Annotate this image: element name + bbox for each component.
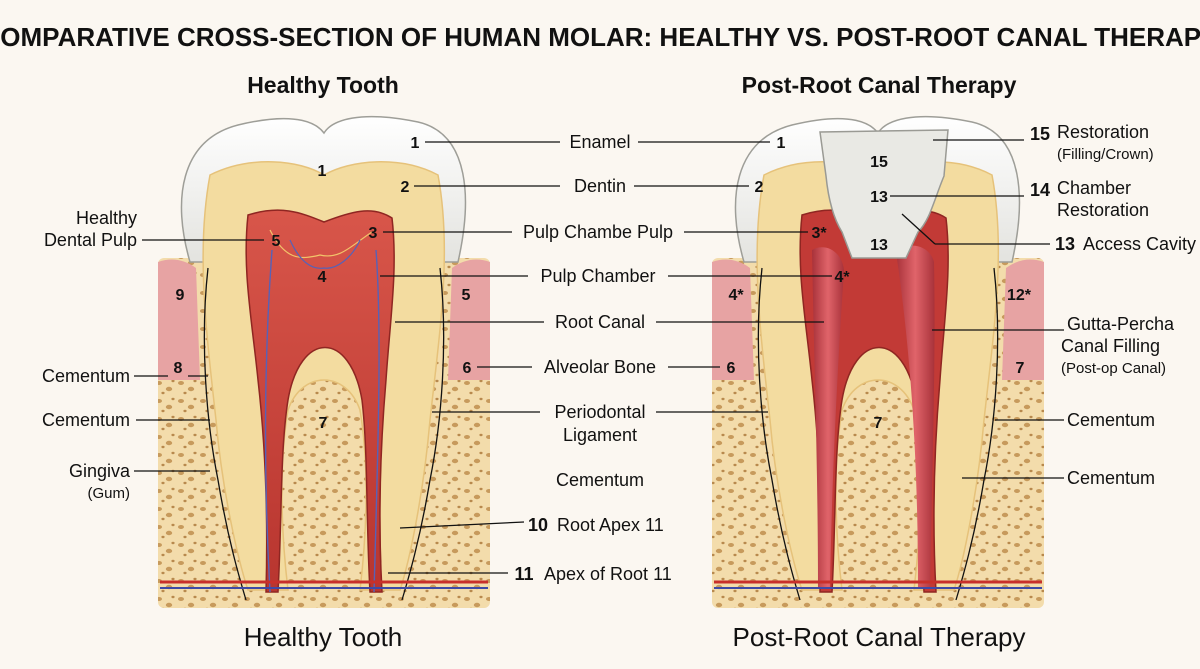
healthy-vessel-branch: [289, 239, 361, 269]
healthy-num-6: 6: [463, 360, 472, 377]
label-gutta-line2: Canal Filling: [1061, 336, 1160, 356]
label-healthy-cementum-1: Cementum: [42, 366, 130, 386]
label-ligament: Ligament: [563, 425, 637, 445]
treated-num-2: 2: [755, 179, 764, 196]
healthy-tooth: [158, 115, 490, 608]
label-restoration: Restoration: [1057, 122, 1149, 142]
label-gutta-line1: Gutta-Percha: [1067, 314, 1175, 334]
healthy-num-4: 4: [318, 269, 327, 286]
label-chamber-line2: Restoration: [1057, 200, 1149, 220]
treated-num-12s: 12*: [1007, 287, 1032, 304]
treated-footer: Post-Root Canal Therapy: [733, 622, 1026, 652]
label-apex-root-num: 11: [514, 564, 533, 584]
treated-num-7b: 7: [1016, 360, 1025, 377]
label-restoration-sub: (Filling/Crown): [1057, 146, 1154, 163]
label-healthy-cementum-2: Cementum: [42, 410, 130, 430]
treated-num-6: 6: [727, 360, 736, 377]
label-access-num: 13: [1055, 234, 1075, 254]
label-root-canal: Root Canal: [555, 312, 645, 332]
healthy-gum-left: [158, 259, 200, 380]
label-periodontal: Periodontal: [554, 402, 645, 422]
healthy-nerve-branch: [269, 229, 373, 259]
healthy-num-1a: 1: [411, 135, 420, 152]
label-root-apex-num: 10: [528, 515, 548, 535]
label-cementum-center: Cementum: [556, 470, 644, 490]
label-restoration-num: 15: [1030, 124, 1050, 144]
healthy-ligament-left: [203, 267, 247, 601]
label-chamber-num: 14: [1030, 180, 1050, 200]
healthy-vessel-left: [264, 249, 273, 593]
figure-title: COMPARATIVE CROSS-SECTION OF HUMAN MOLAR…: [0, 22, 1200, 52]
treated-gum-left: [712, 259, 754, 380]
treated-num-7a: 7: [874, 415, 883, 432]
label-chamber-line1: Chamber: [1057, 178, 1131, 198]
treated-num-13a: 13: [870, 189, 888, 206]
treated-gum-right: [1002, 259, 1044, 380]
label-dentin: Dentin: [574, 176, 626, 196]
treated-num-15: 15: [870, 154, 888, 171]
healthy-footer: Healthy Tooth: [244, 622, 403, 652]
healthy-num-9: 9: [176, 287, 185, 304]
healthy-num-2: 2: [401, 179, 410, 196]
healthy-num-5: 5: [272, 233, 281, 250]
treated-num-13b: 13: [870, 237, 888, 254]
label-alveolar-bone: Alveolar Bone: [544, 357, 656, 377]
label-treated-cementum-1: Cementum: [1067, 410, 1155, 430]
healthy-num-3: 3: [369, 225, 378, 242]
healthy-num-8: 8: [174, 360, 183, 377]
label-gutta-sub: (Post-op Canal): [1061, 360, 1166, 377]
treated-heading: Post-Root Canal Therapy: [742, 72, 1017, 98]
treated-num-4s-b: 4*: [728, 287, 744, 304]
treated-num-3s: 3*: [811, 225, 827, 242]
label-gingiva: Gingiva: [69, 461, 131, 481]
label-root-apex: Root Apex 11: [557, 515, 664, 535]
gutta-percha-right: [896, 245, 935, 588]
label-pulp-chamber-pulp: Pulp Chambe Pulp: [523, 222, 673, 242]
healthy-num-1b: 1: [318, 163, 327, 180]
treated-num-4s-a: 4*: [834, 269, 850, 286]
healthy-num-5b: 5: [462, 287, 471, 304]
label-access-cavity: Access Cavity: [1083, 234, 1196, 254]
treated-ligament-right: [955, 267, 999, 601]
label-pulp-chamber: Pulp Chamber: [540, 266, 655, 286]
label-healthy-pulp-line1: Healthy: [76, 208, 137, 228]
healthy-vessel-right: [373, 249, 380, 593]
healthy-ligament-right: [401, 267, 445, 601]
label-enamel: Enamel: [569, 132, 630, 152]
healthy-num-7: 7: [319, 415, 328, 432]
dental-pulp-word: Dental Pulp: [44, 230, 137, 250]
leader-lines: [134, 139, 1064, 574]
healthy-pulp-word: Healthy: [76, 208, 137, 228]
healthy-gum-right: [448, 259, 490, 380]
label-gingiva-sub: (Gum): [88, 485, 131, 502]
healthy-heading: Healthy Tooth: [247, 72, 399, 98]
treated-ligament-left: [757, 267, 801, 601]
label-apex-root: Apex of Root 11: [544, 564, 672, 584]
gutta-percha-left: [812, 247, 844, 588]
label-healthy-pulp-line2: Dental Pulp: [44, 230, 137, 250]
treated-num-1: 1: [777, 135, 786, 152]
label-treated-cementum-2: Cementum: [1067, 468, 1155, 488]
